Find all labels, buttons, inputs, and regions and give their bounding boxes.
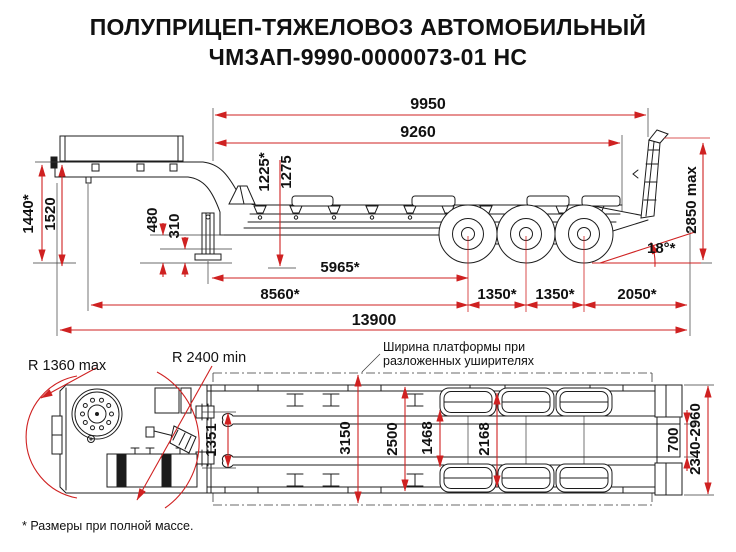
width-note-line2: разложенных уширителях <box>383 354 535 368</box>
dim-1468: 1468 <box>419 421 436 454</box>
wheel-chock <box>169 425 197 454</box>
turning-radius-marks <box>25 353 381 509</box>
dim-1440: 1440* <box>20 194 37 233</box>
tool-boxes <box>51 387 192 455</box>
title-line2: ЧМЗАП-9990-0000073-01 НС <box>208 44 528 70</box>
rear-ramps-plan <box>654 384 683 496</box>
dim-1351: 1351 <box>203 423 220 456</box>
dim-9950: 9950 <box>410 96 446 113</box>
spare-wheel <box>71 388 123 440</box>
dim-8560: 8560* <box>260 286 299 303</box>
trailer-plan-drawing <box>51 384 683 496</box>
winch <box>106 447 198 488</box>
plan-labels: R 1360 max R 2400 min Ширина платформы п… <box>28 340 704 475</box>
dim-13900: 13900 <box>352 312 397 329</box>
dim-2340-2960: 2340-2960 <box>687 403 704 475</box>
fenders <box>291 195 621 207</box>
side-dimension-labels: 9950 9260 1440* 1520 480 310 1225* 1275 … <box>20 96 700 329</box>
deck-cleats <box>253 205 605 220</box>
trailer-side-drawing <box>50 129 669 264</box>
side-view: 9950 9260 1440* 1520 480 310 1225* 1275 … <box>20 96 712 336</box>
dim-2500: 2500 <box>384 422 401 455</box>
dim-480: 480 <box>144 207 161 232</box>
dim-3150: 3150 <box>337 421 354 454</box>
drawing-title: ПОЛУПРИЦЕП-ТЯЖЕЛОВОЗ АВТОМОБИЛЬНЫЙ ЧМЗАП… <box>0 12 736 72</box>
plan-view: R 1360 max R 2400 min Ширина платформы п… <box>25 340 714 509</box>
dim-1225: 1225* <box>256 152 273 191</box>
dim-1350a: 1350* <box>477 286 516 303</box>
axle-lines-plan <box>467 415 585 465</box>
side-dimension-lines <box>38 111 707 334</box>
dim-2168: 2168 <box>476 422 493 455</box>
radius-outer-label: R 2400 min <box>172 350 246 366</box>
front-wall <box>59 135 184 162</box>
dim-5965: 5965* <box>320 259 359 276</box>
dim-1275: 1275 <box>278 155 295 188</box>
title-line1: ПОЛУПРИЦЕП-ТЯЖЕЛОВОЗ АВТОМОБИЛЬНЫЙ <box>89 14 647 40</box>
axle-center-lines <box>467 137 710 312</box>
dim-18deg: 18°* <box>647 240 676 257</box>
radius-inner-label: R 1360 max <box>28 358 107 374</box>
dim-2050: 2050* <box>617 286 656 303</box>
plan-dimension-lines <box>224 374 712 504</box>
widener-outline <box>212 372 653 506</box>
footnote: * Размеры при полной массе. <box>22 519 194 533</box>
rear-ramp-side <box>632 129 669 219</box>
dim-700: 700 <box>665 427 682 452</box>
dim-1350b: 1350* <box>535 286 574 303</box>
support-leg <box>194 212 222 261</box>
dim-9260: 9260 <box>400 124 436 141</box>
dim-1520: 1520 <box>42 197 59 230</box>
dim-310: 310 <box>166 213 183 238</box>
dim-2850: 2850 max <box>683 166 700 234</box>
neck-bracket <box>228 185 256 205</box>
width-note-line1: Ширина платформы при <box>383 340 525 354</box>
